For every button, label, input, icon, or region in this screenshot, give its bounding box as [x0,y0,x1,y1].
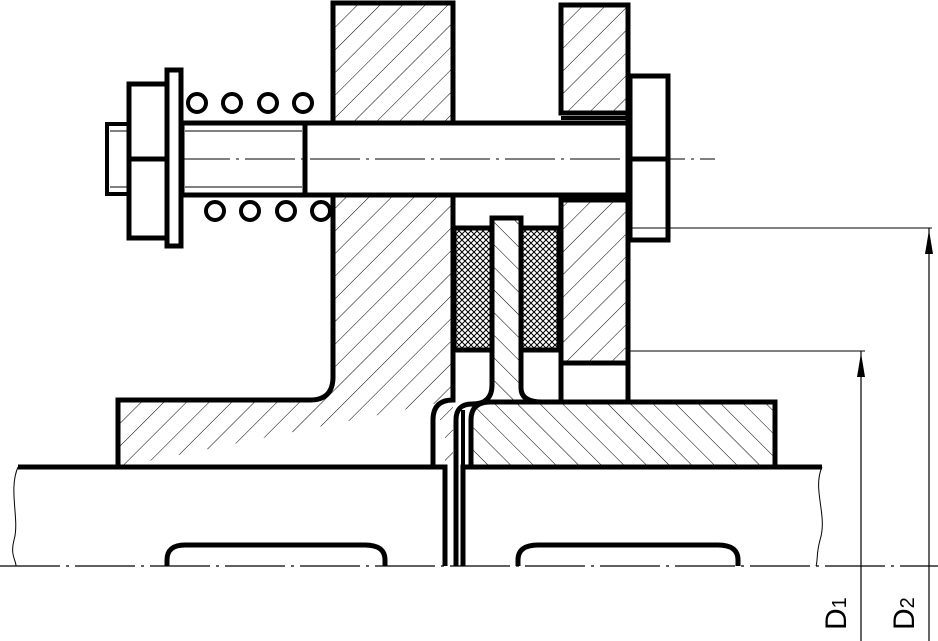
dimension-label-d1: D1 [820,597,853,630]
pressure-plate [558,2,631,405]
dimension-d2 [630,227,933,641]
shaft-left [12,464,448,567]
dimension-label-d2: D2 [888,597,921,630]
nut-left [105,81,170,241]
friction-lining-left [451,225,495,353]
friction-lining-right [518,225,562,353]
friction-disc [453,215,543,566]
shaft-right [460,464,823,567]
hub-left [115,0,456,467]
hub-right [468,399,778,467]
dimension-d1 [630,350,865,641]
nut-right [627,73,671,243]
spring [186,92,332,222]
washer [164,67,184,249]
